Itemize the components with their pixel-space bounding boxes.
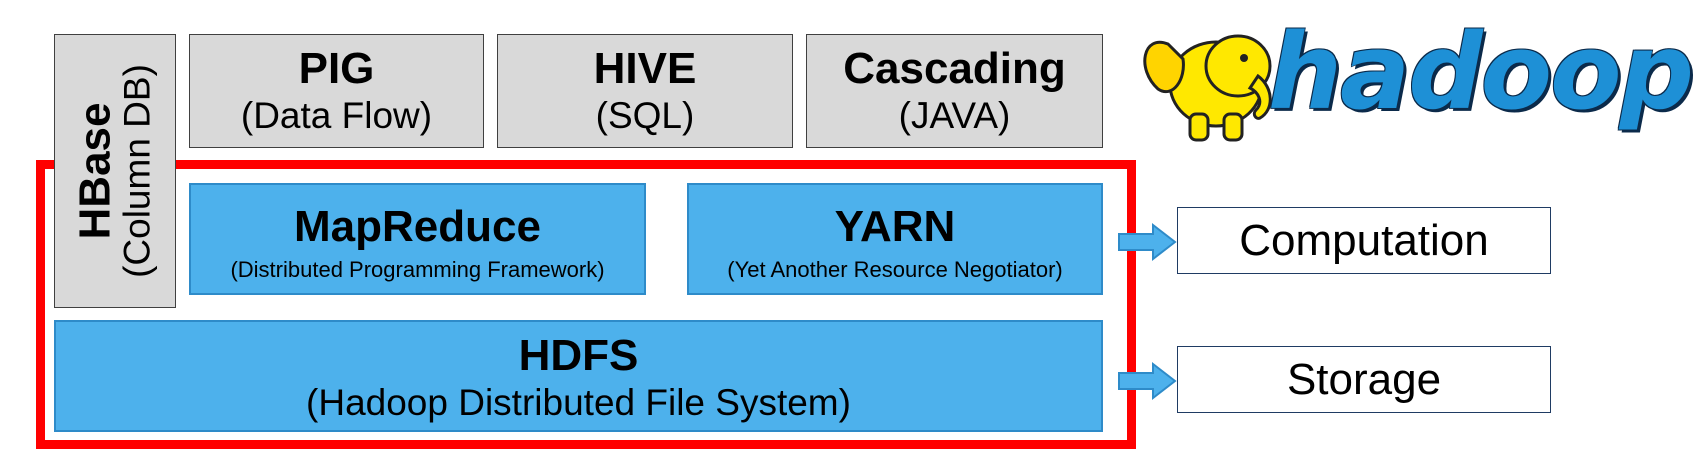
mapreduce-title: MapReduce: [294, 202, 541, 251]
pig-box: PIG (Data Flow): [189, 34, 484, 148]
yarn-subtitle: (Yet Another Resource Negotiator): [727, 257, 1063, 283]
core-components-frame: [36, 160, 1136, 449]
hbase-subtitle: (Column DB): [116, 64, 158, 278]
hadoop-logo: hadoop: [1128, 14, 1693, 154]
cascading-box: Cascading (JAVA): [806, 34, 1103, 148]
pig-subtitle: (Data Flow): [240, 95, 433, 137]
hdfs-title: HDFS: [518, 331, 639, 380]
pig-title: PIG: [298, 44, 375, 93]
elephant-icon: [1143, 34, 1272, 142]
hbase-title: HBase: [70, 102, 120, 240]
hdfs-box: HDFS (Hadoop Distributed File System): [54, 320, 1103, 432]
computation-arrow-icon: [1118, 222, 1177, 262]
computation-label: Computation: [1177, 207, 1551, 274]
mapreduce-box: MapReduce (Distributed Programming Frame…: [189, 183, 646, 295]
hbase-box: HBase (Column DB): [54, 34, 176, 308]
storage-arrow-icon: [1118, 361, 1177, 401]
cascading-title: Cascading: [843, 44, 1066, 93]
mapreduce-subtitle: (Distributed Programming Framework): [230, 257, 605, 283]
yarn-title: YARN: [834, 202, 956, 251]
hive-subtitle: (SQL): [595, 95, 695, 137]
yarn-box: YARN (Yet Another Resource Negotiator): [687, 183, 1103, 295]
cascading-subtitle: (JAVA): [898, 95, 1011, 137]
storage-label: Storage: [1177, 346, 1551, 413]
hadoop-logo-text: hadoop: [1268, 11, 1693, 133]
hive-box: HIVE (SQL): [497, 34, 793, 148]
hive-title: HIVE: [593, 44, 697, 93]
hdfs-subtitle: (Hadoop Distributed File System): [306, 382, 851, 424]
